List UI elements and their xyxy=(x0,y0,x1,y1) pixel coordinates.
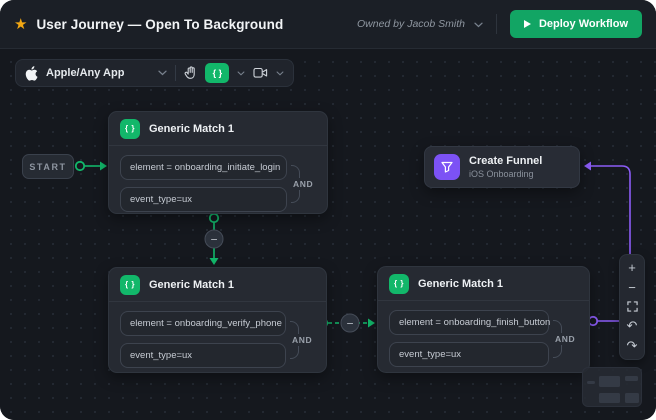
bracket-bottom xyxy=(553,345,562,358)
hand-tool-icon[interactable] xyxy=(184,66,197,80)
braces-tool-button[interactable]: { } xyxy=(205,63,229,83)
chevron-down-icon[interactable] xyxy=(158,70,167,76)
undo-button[interactable]: ↶ xyxy=(620,317,644,337)
node-body: element = onboarding_finish_button event… xyxy=(378,301,589,376)
braces-icon: { } xyxy=(120,119,140,139)
minimap[interactable] xyxy=(582,367,642,407)
and-label: AND xyxy=(555,334,575,344)
condition-pill[interactable]: event_type=ux xyxy=(120,343,286,368)
node-body: element = onboarding_initiate_login even… xyxy=(109,146,327,221)
chevron-down-icon[interactable] xyxy=(276,71,284,76)
node-generic-match-3[interactable]: { } Generic Match 1 element = onboarding… xyxy=(377,266,590,373)
zoom-out-button[interactable]: − xyxy=(620,278,644,298)
favorite-star-icon[interactable]: ★ xyxy=(14,17,27,32)
minimap-node xyxy=(625,393,639,403)
node-generic-match-1[interactable]: { } Generic Match 1 element = onboarding… xyxy=(108,111,328,214)
workflow-canvas[interactable]: − − Apple/Any App { } xyxy=(0,49,656,420)
arrowhead-match2 xyxy=(210,258,219,265)
bracket-bottom xyxy=(290,346,299,359)
redo-button[interactable]: ↷ xyxy=(620,336,644,356)
and-operator: AND xyxy=(287,155,319,212)
chevron-down-icon[interactable] xyxy=(474,15,483,33)
header-bar: ★ User Journey — Open To Background Owne… xyxy=(0,0,656,49)
bracket-top xyxy=(291,165,300,178)
match3-output-handle[interactable] xyxy=(589,317,597,325)
header-divider xyxy=(496,14,497,34)
play-icon xyxy=(524,20,531,28)
funnel-title: Create Funnel xyxy=(469,155,542,167)
deploy-workflow-button[interactable]: Deploy Workflow xyxy=(510,10,642,38)
node-header: { } Generic Match 1 xyxy=(109,268,326,302)
node-header: { } Generic Match 1 xyxy=(109,112,327,146)
chevron-down-icon[interactable] xyxy=(237,71,245,76)
minimap-node xyxy=(599,376,620,387)
canvas-controls: + − ↶ ↷ xyxy=(619,254,645,360)
start-node[interactable]: START xyxy=(22,154,74,179)
node-body: element = onboarding_verify_phone event_… xyxy=(109,302,326,377)
page-title: User Journey — Open To Background xyxy=(36,17,283,32)
bracket-bottom xyxy=(291,190,300,203)
arrowhead-match1 xyxy=(100,162,107,171)
fit-view-button[interactable] xyxy=(620,297,644,317)
funnel-subtitle: iOS Onboarding xyxy=(469,169,542,179)
header-right: Owned by Jacob Smith Deploy Workflow xyxy=(357,10,642,38)
and-label: AND xyxy=(293,179,313,189)
condition-pill[interactable]: element = onboarding_finish_button xyxy=(389,310,549,335)
minimap-node xyxy=(625,376,638,381)
braces-icon: { } xyxy=(120,275,140,295)
bracket-top xyxy=(290,321,299,334)
start-output-handle[interactable] xyxy=(76,162,84,170)
braces-icon: { } xyxy=(389,274,409,294)
minimap-node xyxy=(599,393,620,403)
node-generic-match-2[interactable]: { } Generic Match 1 element = onboarding… xyxy=(108,267,327,373)
node-header: { } Generic Match 1 xyxy=(378,267,589,301)
edge-operator-badge[interactable]: − xyxy=(205,230,224,249)
and-label: AND xyxy=(292,335,312,345)
condition-pill[interactable]: event_type=ux xyxy=(120,187,287,212)
node-title: Generic Match 1 xyxy=(418,278,503,290)
condition-pill[interactable]: element = onboarding_initiate_login xyxy=(120,155,287,180)
and-operator: AND xyxy=(286,311,318,368)
arrowhead-funnel xyxy=(584,162,591,171)
toolbar-divider xyxy=(175,65,176,81)
edge-operator-badge[interactable]: − xyxy=(341,314,360,333)
arrowhead-match3 xyxy=(368,319,375,328)
condition-pill[interactable]: element = onboarding_verify_phone xyxy=(120,311,286,336)
condition-pill[interactable]: event_type=ux xyxy=(389,342,549,367)
owned-by-label: Owned by Jacob Smith xyxy=(357,18,465,30)
node-create-funnel[interactable]: Create Funnel iOS Onboarding xyxy=(424,146,580,188)
app-selector-label[interactable]: Apple/Any App xyxy=(46,67,124,79)
zoom-in-button[interactable]: + xyxy=(620,258,644,278)
camera-tool-icon[interactable] xyxy=(253,67,268,79)
and-operator: AND xyxy=(549,310,581,367)
node-title: Generic Match 1 xyxy=(149,279,234,291)
node-title: Generic Match 1 xyxy=(149,123,234,135)
minimap-node xyxy=(587,381,595,384)
app-toolbar: Apple/Any App { } xyxy=(15,59,294,87)
deploy-workflow-label: Deploy Workflow xyxy=(539,18,628,30)
funnel-icon xyxy=(434,154,460,180)
bracket-top xyxy=(553,320,562,333)
apple-icon xyxy=(25,66,38,81)
